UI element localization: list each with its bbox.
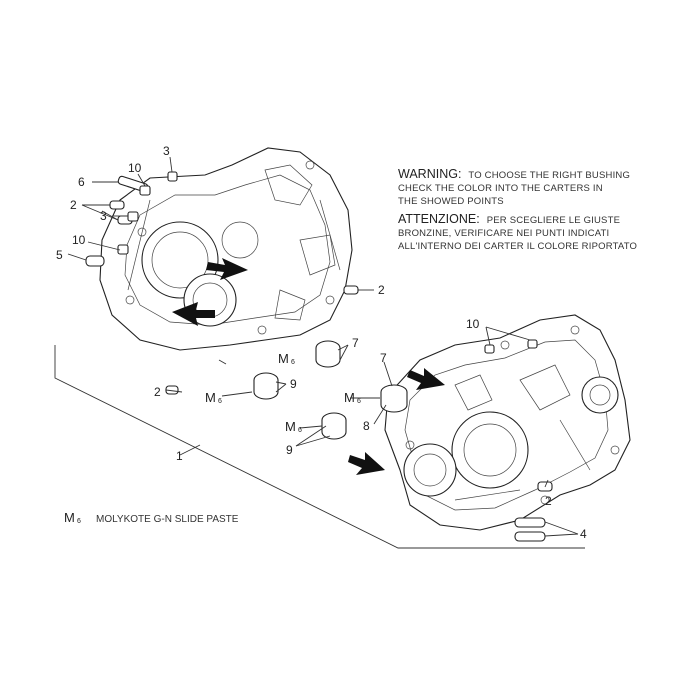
warning-line-1: WARNING: TO CHOOSE THE RIGHT BUSHING	[398, 165, 630, 182]
callout-10: 10	[128, 161, 142, 175]
callout-2: 2	[154, 385, 161, 399]
lube-mark-sup: 6	[218, 398, 222, 405]
callout-3: 3	[163, 144, 170, 158]
assembly-bracket	[54, 345, 585, 549]
callout-9: 9	[286, 443, 293, 457]
warning-line-2: CHECK THE COLOR INTO THE CARTERS IN	[398, 183, 603, 194]
callout-4: 4	[580, 527, 587, 541]
lube-mark: M	[205, 390, 216, 405]
callout-2: 2	[545, 494, 552, 508]
callout-1: 1	[176, 449, 183, 463]
lube-mark-sup: 6	[291, 359, 295, 366]
dowel-pin-icon	[85, 171, 553, 542]
legend: M 6 MOLYKOTE G-N SLIDE PASTE	[64, 510, 239, 525]
pointer-arrow-icon	[172, 258, 445, 475]
lube-mark-sup: 6	[298, 427, 302, 434]
callout-7: 7	[352, 336, 359, 350]
warning-note: WARNING: TO CHOOSE THE RIGHT BUSHING CHE…	[398, 165, 637, 252]
warning-heading: WARNING:	[398, 167, 461, 181]
leader-lines	[67, 156, 579, 537]
legend-symbol-sup: 6	[77, 518, 81, 525]
attenzione-heading: ATTENZIONE:	[398, 212, 480, 226]
lube-mark: M	[278, 351, 289, 366]
callout-5: 5	[56, 248, 63, 262]
callout-7: 7	[380, 351, 387, 365]
callout-2: 2	[378, 283, 385, 297]
bushing-icon	[253, 340, 408, 440]
callout-10: 10	[466, 317, 480, 331]
attenzione-line-2: BRONZINE, VERIFICARE NEI PUNTI INDICATI	[398, 228, 609, 239]
warning-line-3: THE SHOWED POINTS	[398, 196, 504, 207]
left-crankcase-half	[99, 147, 353, 351]
attenzione-line-1: ATTENZIONE: PER SCEGLIERE LE GIUSTE	[398, 210, 620, 227]
callout-9: 9	[290, 377, 297, 391]
callout-labels: 1 6 2 3 3 10 10 5 2 2 7 9 7 8 9 10 2 4	[56, 144, 587, 541]
attenzione-line-3: ALL'INTERNO DEI CARTER IL COLORE RIPORTA…	[398, 241, 637, 252]
callout-6: 6	[78, 175, 85, 189]
callout-10: 10	[72, 233, 86, 247]
lubrication-marks: M 6 M 6 M 6 M 6	[205, 351, 361, 434]
callout-8: 8	[363, 419, 370, 433]
callout-2: 2	[70, 198, 77, 212]
legend-text: MOLYKOTE G-N SLIDE PASTE	[96, 514, 239, 525]
attenzione-text: PER SCEGLIERE LE GIUSTE	[487, 215, 620, 226]
lube-mark-sup: 6	[357, 398, 361, 405]
callout-3: 3	[100, 209, 107, 223]
legend-symbol: M	[64, 510, 75, 525]
right-crankcase-half	[384, 314, 631, 531]
lube-mark: M	[344, 390, 355, 405]
warning-text: TO CHOOSE THE RIGHT BUSHING	[468, 170, 630, 181]
lube-mark: M	[285, 419, 296, 434]
